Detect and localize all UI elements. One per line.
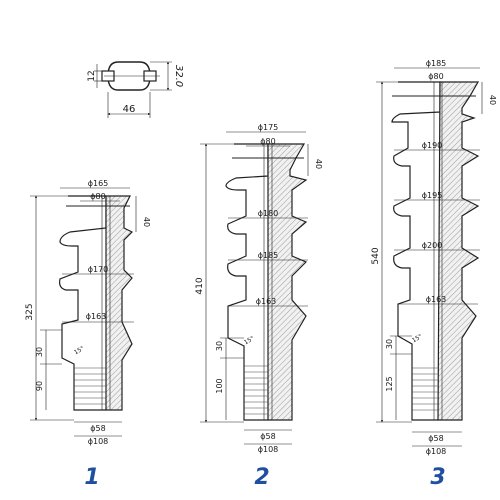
ins3-total-h: 540 <box>371 247 381 264</box>
ins1-base-h: 90 <box>35 381 44 391</box>
ins2-top-h: 40 <box>314 159 323 169</box>
ins1-d-inner: ϕ80 <box>90 192 105 201</box>
insulator-2: ϕ175 ϕ80 40 ϕ180 ϕ185 ϕ163 30 15° 100 41… <box>195 123 323 490</box>
ins1-angle: 15° <box>73 345 86 356</box>
ins1-d-core: ϕ58 <box>90 424 105 433</box>
ins3-d-base: ϕ108 <box>426 447 447 456</box>
ins2-total-h: 410 <box>195 277 205 294</box>
ins3-number: 3 <box>430 465 445 490</box>
ins3-angle: 15° <box>411 333 424 344</box>
ins2-d-top: ϕ175 <box>258 123 279 132</box>
cross-section-profile: 12 32.0 46 <box>87 61 184 118</box>
ins1-total-h: 325 <box>25 303 35 320</box>
ins3-d-band: ϕ163 <box>426 295 447 304</box>
profile-dim-32: 32.0 <box>173 65 184 87</box>
ins3-top-h: 40 <box>488 95 497 105</box>
ins1-top-h: 40 <box>142 217 151 227</box>
ins3-shed-2: ϕ195 <box>422 191 443 200</box>
ins1-d-top: ϕ165 <box>88 179 109 188</box>
ins2-band-h: 30 <box>215 341 224 351</box>
ins2-angle: 15° <box>243 335 256 346</box>
ins2-d-band: ϕ163 <box>256 297 277 306</box>
ins1-d-base: ϕ108 <box>88 437 109 446</box>
profile-dim-12: 12 <box>87 70 97 81</box>
ins2-number: 2 <box>254 465 269 490</box>
ins2-d-base: ϕ108 <box>258 445 279 454</box>
ins1-d-band: ϕ163 <box>86 312 107 321</box>
ins1-shed-1: ϕ170 <box>88 265 109 274</box>
ins2-d-core: ϕ58 <box>260 432 275 441</box>
insulator-1: ϕ165 ϕ80 40 ϕ170 ϕ163 30 15° 90 325 ϕ58 … <box>25 179 151 490</box>
ins3-shed-3: ϕ200 <box>422 241 443 250</box>
ins3-d-top: ϕ185 <box>426 59 447 68</box>
insulator-3: ϕ185 ϕ80 40 ϕ190 ϕ195 ϕ200 ϕ163 30 15° 1… <box>371 59 497 490</box>
ins1-band-h: 30 <box>35 347 44 357</box>
ins3-d-inner: ϕ80 <box>428 72 443 81</box>
ins3-base-h: 125 <box>385 376 394 391</box>
ins3-shed-1: ϕ190 <box>422 141 443 150</box>
ins2-shed-1: ϕ180 <box>258 209 279 218</box>
profile-dim-46: 46 <box>123 104 136 115</box>
ins3-d-core: ϕ58 <box>428 434 443 443</box>
ins2-base-h: 100 <box>215 378 224 393</box>
ins1-number: 1 <box>84 465 99 490</box>
ins3-band-h: 30 <box>385 339 394 349</box>
ins2-d-inner: ϕ80 <box>260 137 275 146</box>
ins2-shed-2: ϕ185 <box>258 251 279 260</box>
